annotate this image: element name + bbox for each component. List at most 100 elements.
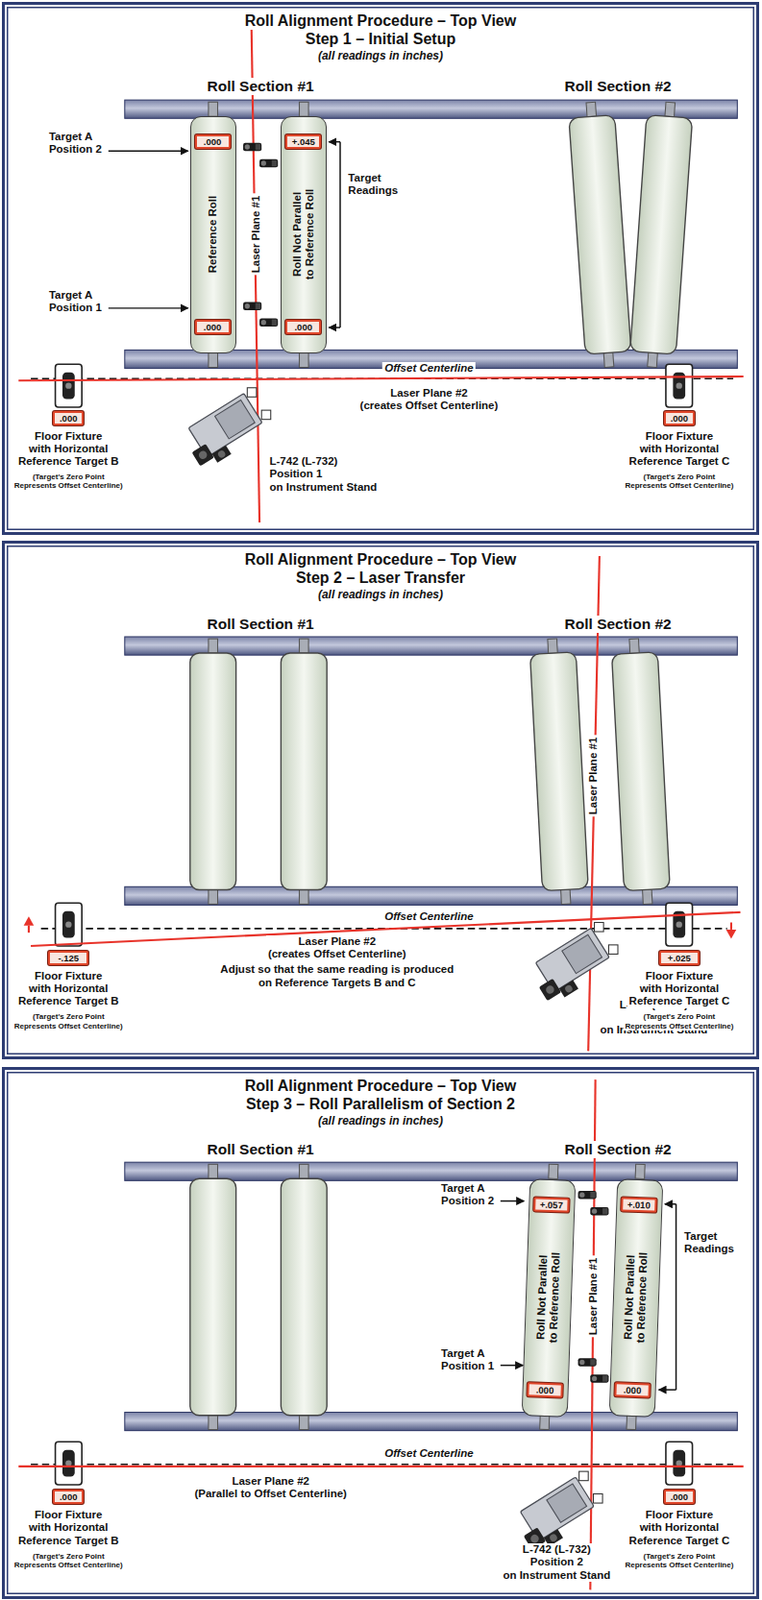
laser-plane-label: Laser Plane #2 (creates Offset Centerlin…: [358, 387, 501, 413]
roll: [280, 1179, 327, 1417]
adjust-note: Adjust so that the same reading is produ…: [218, 963, 456, 989]
art-line: [108, 307, 189, 309]
roll: [190, 1179, 237, 1417]
roll-shaft: [208, 1416, 219, 1431]
art-use: [55, 364, 83, 408]
roll: [280, 653, 327, 891]
target-readout: +.057: [533, 1197, 570, 1213]
roll-label: Roll Not Parallel to Reference Roll: [621, 1252, 651, 1344]
centerline-label: Offset Centerline: [382, 910, 475, 924]
reading-value: +.010: [622, 1199, 656, 1211]
art-use: [243, 302, 262, 312]
fixture-label: Floor Fixture with Horizontal Reference …: [627, 430, 733, 469]
step-title: Step 3 – Roll Parallelism of Section 2: [243, 1096, 518, 1114]
laser-plane-label: Laser Plane #2 (Parallel to Offset Cente…: [192, 1475, 349, 1501]
art-use: [665, 1442, 693, 1486]
panel-title: Roll Alignment Procedure – Top View: [242, 12, 519, 30]
fixture-label: Floor Fixture with Horizontal Reference …: [627, 970, 733, 1009]
roll-label: Roll Not Parallel to Reference Roll: [534, 1252, 564, 1344]
target-readout: .000: [52, 411, 84, 426]
fixture-label: Floor Fixture with Horizontal Reference …: [16, 1509, 122, 1549]
fixture-note: (Target's Zero Point Represents Offset C…: [622, 472, 736, 491]
roll-shaft: [586, 101, 597, 118]
target-label: Target A Position 1: [47, 289, 104, 315]
roll-assembly: [529, 638, 590, 906]
art-line: [664, 1204, 677, 1205]
reading-value: -.125: [49, 953, 88, 964]
fixture-label: Floor Fixture with Horizontal Reference …: [16, 430, 122, 469]
section-label: Roll Section #1: [204, 615, 316, 634]
art-line: [18, 1466, 743, 1469]
art-line: [30, 1464, 734, 1467]
art-use: [243, 143, 262, 152]
roll: [630, 115, 693, 355]
roll-shaft: [299, 101, 310, 117]
laser-plane-label: Laser Plane #1: [249, 194, 263, 276]
roll-shaft: [540, 1415, 550, 1430]
roll-shaft: [547, 639, 558, 654]
art-rect: [124, 1162, 738, 1181]
step-title: Step 2 – Laser Transfer: [293, 569, 468, 588]
target-readout: .000: [614, 1382, 651, 1399]
fixture-note: (Target's Zero Point Represents Offset C…: [622, 1552, 736, 1571]
art-line: [27, 926, 30, 934]
roll-shaft: [629, 639, 640, 654]
target-readout: .000: [663, 1490, 695, 1505]
section-label: Roll Section #2: [563, 1141, 674, 1159]
roll: [568, 115, 632, 355]
fixture-note: (Target's Zero Point Represents Offset C…: [12, 1552, 125, 1571]
fixture-label: Floor Fixture with Horizontal Reference …: [16, 970, 122, 1009]
roll-label: Reference Roll: [206, 196, 220, 274]
instrument-label: L-742 (L-732) Position 2 on Instrument S…: [500, 1544, 613, 1583]
art-use: [511, 1472, 603, 1556]
roll-label: Roll Not Parallel to Reference Roll: [291, 189, 317, 281]
roll: Roll Not Parallel to Reference Roll +.010…: [609, 1179, 664, 1418]
units-note: (all readings in inches): [315, 49, 446, 63]
roll-assembly: [567, 100, 633, 369]
roll-shaft: [561, 889, 571, 905]
art-line: [500, 1365, 523, 1367]
art-use: [259, 319, 278, 328]
roll-shaft: [299, 353, 310, 369]
reading-value: .000: [615, 1384, 649, 1397]
roll-shaft: [548, 1164, 559, 1180]
roll-shaft: [208, 1164, 219, 1180]
reading-value: .000: [665, 1492, 693, 1503]
rails: [124, 99, 738, 1432]
roll: [190, 653, 237, 891]
reading-value: .000: [196, 321, 229, 333]
roll: [612, 652, 671, 892]
art-line: [108, 150, 189, 152]
art-line: [18, 376, 743, 381]
reading-value: .000: [287, 321, 320, 333]
centerline-label: Offset Centerline: [382, 362, 475, 375]
panel-title: Roll Alignment Procedure – Top View: [242, 1078, 519, 1096]
roll-shaft: [208, 353, 219, 369]
reading-value: +.025: [661, 953, 699, 964]
roll-assembly: [629, 100, 694, 369]
roll-assembly: [190, 1164, 237, 1430]
art-line: [659, 1389, 677, 1391]
rolls: [190, 100, 694, 1431]
art-use: [665, 364, 693, 408]
target-readout: +.010: [620, 1197, 658, 1213]
section-label: Roll Section #2: [563, 615, 674, 634]
panel-title: Roll Alignment Procedure – Top View: [242, 551, 519, 569]
art-use: [578, 1191, 597, 1201]
reading-value: .000: [529, 1384, 563, 1397]
target-label: Target A Position 2: [47, 130, 104, 156]
art-polygon: [726, 930, 738, 940]
step-title: Step 1 – Initial Setup: [302, 30, 460, 49]
instrument-label: L-742 (L-732) Position 1 on Instrument S…: [268, 455, 380, 494]
reading-value: .000: [196, 136, 229, 148]
art-use: [589, 1207, 609, 1217]
target-readout: .000: [663, 411, 695, 426]
laser-plane-label: Laser Plane #1: [587, 1256, 600, 1339]
roll-shaft: [208, 639, 219, 654]
art-use: [526, 923, 618, 1008]
target-readout: +.045: [285, 134, 321, 149]
art-use: [55, 1442, 83, 1486]
roll-shaft: [208, 101, 219, 117]
